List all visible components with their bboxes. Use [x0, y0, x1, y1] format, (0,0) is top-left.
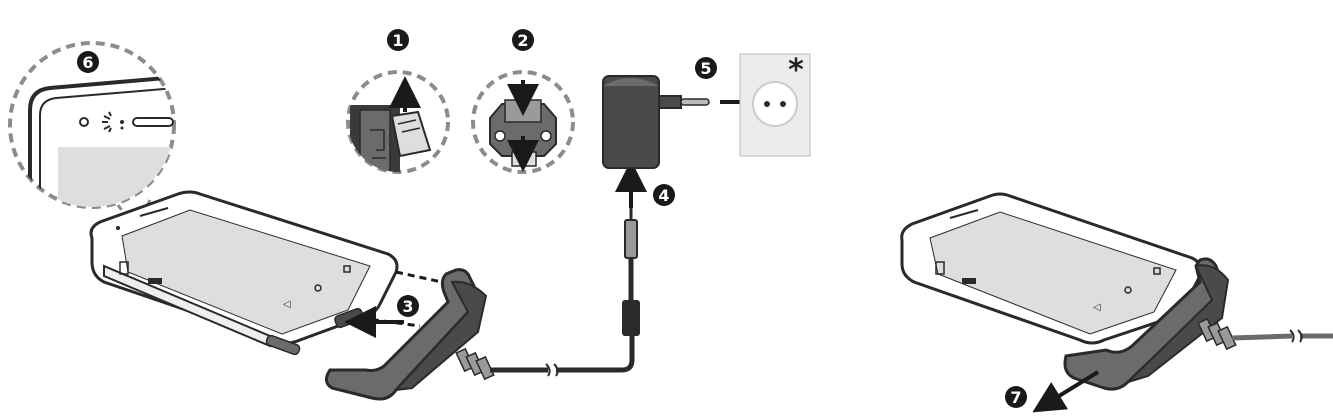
step-2-badge: 2	[512, 29, 534, 51]
led-icon	[102, 111, 112, 133]
outlet-note-marker: *	[788, 53, 804, 88]
step-5-badge: 5	[695, 57, 717, 79]
step-4-label: 4	[658, 186, 669, 205]
step-2-label: 2	[517, 31, 528, 50]
step-1-label: 1	[392, 31, 403, 50]
step-6-badge: 6	[77, 51, 99, 73]
charging-cup-left	[325, 268, 495, 401]
step-4-badge: 4	[653, 184, 675, 206]
power-adapter	[602, 75, 710, 169]
remove-arrow	[1032, 370, 1100, 413]
phone-device-right: ◁	[900, 192, 1203, 345]
step-7-label: 7	[1010, 388, 1021, 407]
step-1-badge: 1	[387, 29, 409, 51]
phone-device-left: ◁	[89, 190, 399, 356]
step-3-label: 3	[402, 297, 413, 316]
charging-cup-right	[1063, 257, 1333, 391]
step-6-label: 6	[82, 53, 93, 72]
svg-text:◁: ◁	[1093, 302, 1101, 313]
cable	[490, 330, 635, 373]
dc-plug	[624, 219, 638, 259]
wall-socket	[739, 53, 811, 157]
ferrite-core	[622, 300, 640, 336]
step-3-badge: 3	[397, 295, 419, 317]
svg-text:◁: ◁	[283, 299, 291, 310]
detail-plug-adapter	[471, 70, 575, 174]
status-led-detail	[8, 41, 176, 223]
detail-insert-plug	[346, 70, 450, 174]
step-7-badge: 7	[1005, 386, 1027, 408]
step-5-label: 5	[700, 59, 711, 78]
